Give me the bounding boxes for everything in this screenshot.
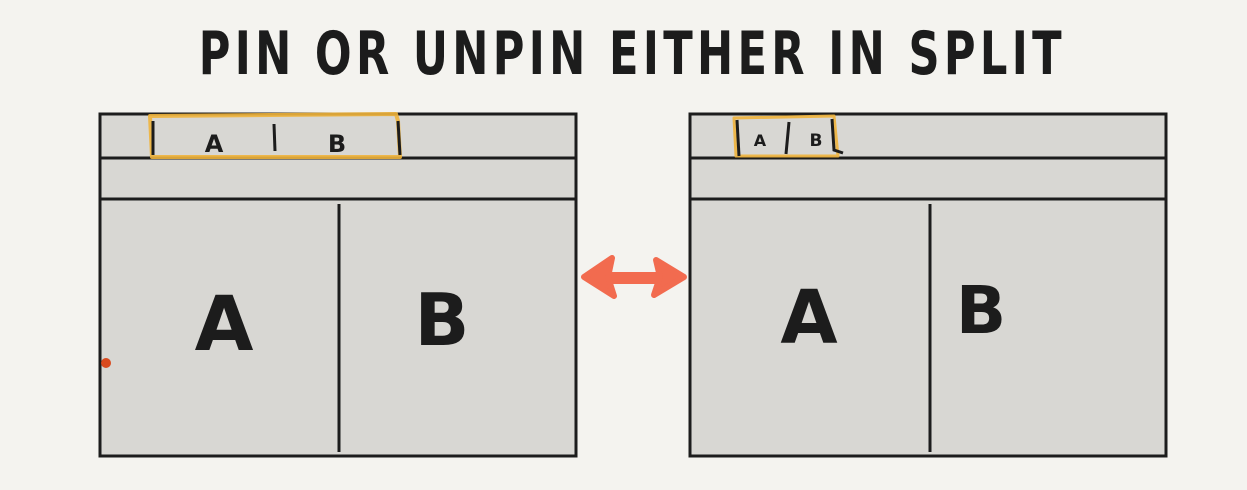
right-window: A B A B bbox=[688, 112, 1168, 458]
left-tab-separator bbox=[396, 120, 402, 156]
right-pane-b-label: B bbox=[956, 272, 1006, 349]
right-tab-separator bbox=[830, 118, 844, 155]
left-window: A B A B bbox=[98, 112, 578, 458]
right-tab-separator bbox=[784, 121, 791, 155]
left-tab-a-label[interactable]: A bbox=[205, 130, 224, 158]
right-tab-a-label[interactable]: A bbox=[754, 131, 767, 150]
diagram-title: PIN OR UNPIN EITHER IN SPLIT bbox=[198, 19, 1066, 89]
right-pin-highlight bbox=[732, 114, 840, 158]
right-tab-separator bbox=[735, 119, 741, 157]
right-window-frame bbox=[688, 112, 1168, 458]
left-tab-b-label[interactable]: B bbox=[328, 130, 346, 158]
left-pane-a-label: A bbox=[195, 279, 254, 368]
double-arrow-icon bbox=[581, 255, 687, 299]
right-pane-a-label: A bbox=[780, 275, 837, 361]
stray-dot bbox=[101, 358, 111, 368]
left-tab-separator bbox=[272, 123, 277, 152]
left-pane-b-label: B bbox=[415, 278, 470, 362]
right-tab-b-label[interactable]: B bbox=[810, 131, 823, 151]
